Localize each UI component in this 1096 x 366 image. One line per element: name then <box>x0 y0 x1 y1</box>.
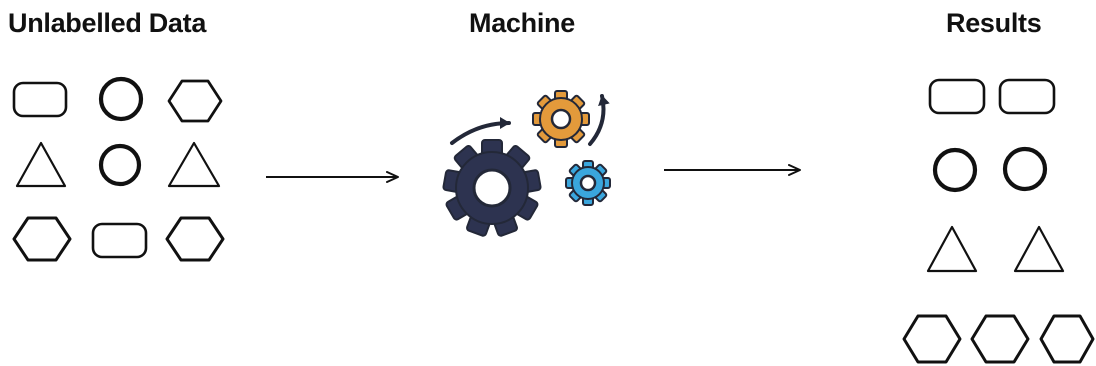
results-group-triangles <box>926 225 1065 273</box>
unlabelled-data-grid <box>12 76 225 262</box>
triangle-icon <box>167 141 221 188</box>
rounded-rectangle-icon <box>12 81 68 118</box>
results-group-rectangles <box>928 78 1056 115</box>
hexagon-icon <box>1039 314 1095 364</box>
hexagon-icon <box>902 314 962 364</box>
rounded-rectangle-icon <box>91 222 148 259</box>
triangle-icon <box>926 225 978 273</box>
rounded-rectangle-icon <box>928 78 986 115</box>
circle-icon <box>98 76 144 122</box>
circle-icon <box>98 143 142 187</box>
machine-title: Machine <box>469 8 575 38</box>
medium-gear-icon <box>532 90 590 148</box>
hexagon-icon <box>970 314 1030 364</box>
curved-arrow-icon <box>588 94 610 146</box>
triangle-icon <box>15 141 67 188</box>
unlabelled-data-title: Unlabelled Data <box>8 8 207 38</box>
triangle-icon <box>1013 225 1065 273</box>
circle-icon <box>932 147 978 193</box>
circle-icon <box>1002 146 1048 192</box>
rounded-rectangle-icon <box>998 78 1056 115</box>
small-gear-icon <box>565 160 611 206</box>
gears-icon <box>442 90 611 237</box>
results-group-hexagons <box>902 314 1095 364</box>
results-group-circles <box>932 146 1048 193</box>
curved-arrow-icon <box>450 117 511 145</box>
hexagon-icon <box>165 216 225 262</box>
results-groups <box>902 78 1095 364</box>
large-gear-icon <box>442 139 542 237</box>
hexagon-icon <box>12 216 72 262</box>
results-title: Results <box>946 8 1042 38</box>
hexagon-icon <box>167 79 223 123</box>
